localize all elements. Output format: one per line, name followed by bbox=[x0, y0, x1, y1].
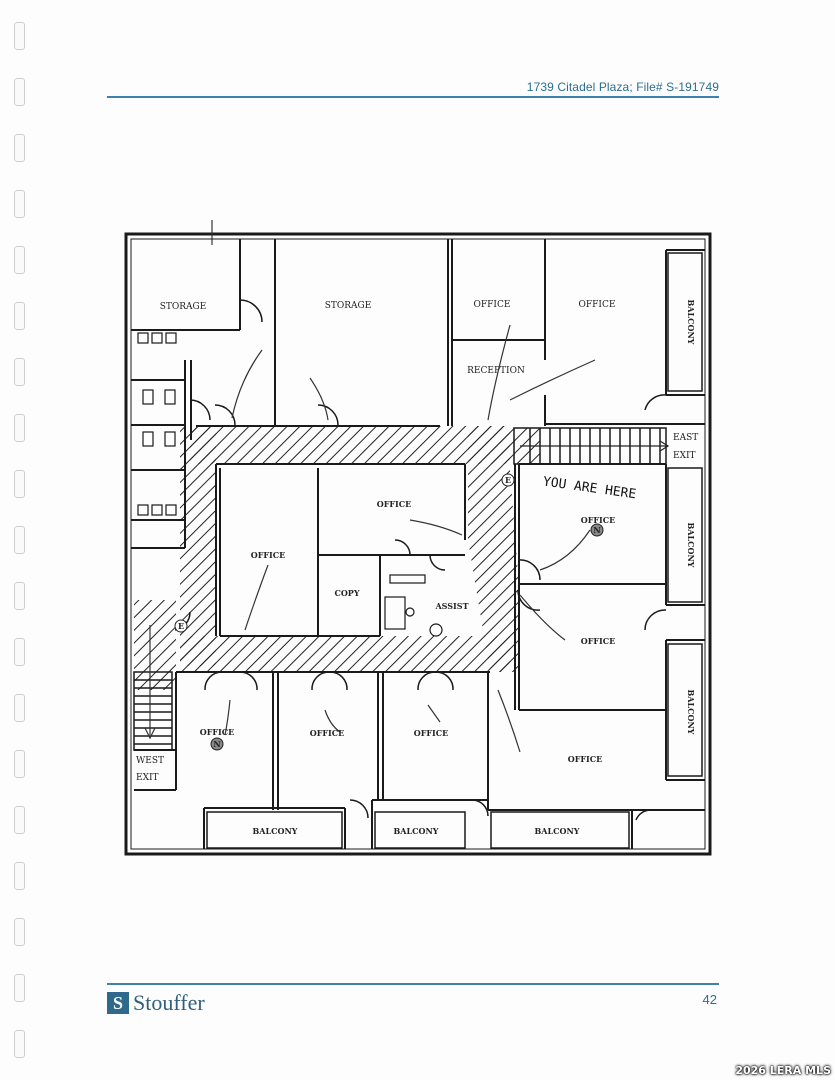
balcony-label-right-bottom: BALCONY bbox=[686, 690, 696, 735]
interior-walls bbox=[131, 239, 705, 849]
west-exit-label-line2: EXIT bbox=[136, 773, 159, 783]
stouffer-logo: S Stouffer bbox=[107, 990, 205, 1016]
binder-hole bbox=[14, 1030, 25, 1058]
binder-hole bbox=[14, 582, 25, 610]
room-label-office-left: OFFICE bbox=[251, 550, 286, 560]
binder-hole bbox=[14, 246, 25, 274]
room-label-office-bottom-right: OFFICE bbox=[568, 754, 603, 764]
balcony-label-bottom-left: BALCONY bbox=[253, 826, 298, 836]
room-label-copy: COPY bbox=[334, 588, 359, 598]
room-label-reception: RECEPTION bbox=[467, 366, 525, 376]
binder-hole bbox=[14, 918, 25, 946]
room-label-office-right2: OFFICE bbox=[581, 636, 616, 646]
room-label-office-bottom1: OFFICE bbox=[200, 727, 235, 737]
page-number: 42 bbox=[702, 992, 717, 1007]
header-rule bbox=[107, 96, 719, 98]
balconies bbox=[206, 252, 703, 849]
mls-watermark: 2026 LERA MLS bbox=[735, 1064, 831, 1077]
exit-arrows bbox=[520, 440, 670, 452]
balcony-label-right-mid: BALCONY bbox=[686, 523, 696, 568]
you-are-here-label: YOU ARE HERE bbox=[542, 474, 637, 502]
extinguisher-marker-west bbox=[174, 619, 188, 633]
route-arrows bbox=[144, 220, 596, 753]
logo-mark-icon: S bbox=[107, 992, 129, 1014]
binder-hole bbox=[14, 414, 25, 442]
binder-hole bbox=[14, 134, 25, 162]
extinguisher-label-west: E bbox=[178, 621, 184, 631]
room-label-office-top1: OFFICE bbox=[474, 300, 511, 310]
binder-hole bbox=[14, 470, 25, 498]
north-label-left: N bbox=[213, 739, 220, 749]
room-label-office-bottom3: OFFICE bbox=[414, 728, 449, 738]
binder-hole bbox=[14, 862, 25, 890]
header-title: 1739 Citadel Plaza; File# S-191749 bbox=[526, 80, 719, 94]
footer-rule bbox=[107, 983, 719, 985]
room-label-office-bottom2: OFFICE bbox=[310, 728, 345, 738]
restroom-fixtures bbox=[137, 332, 443, 637]
balcony-label-bottom-right: BALCONY bbox=[535, 826, 580, 836]
binder-hole bbox=[14, 190, 25, 218]
balcony-label-right-top: BALCONY bbox=[686, 300, 696, 345]
room-label-storage-center: STORAGE bbox=[325, 301, 372, 311]
north-marker-left bbox=[210, 737, 224, 751]
logo-text: Stouffer bbox=[133, 990, 205, 1015]
egress-corridor bbox=[134, 426, 540, 690]
room-label-office-right-n: OFFICE bbox=[581, 515, 616, 525]
binder-hole bbox=[14, 694, 25, 722]
binder-hole bbox=[14, 22, 25, 50]
balcony-label-bottom-mid: BALCONY bbox=[394, 826, 439, 836]
binder-hole bbox=[14, 302, 25, 330]
west-exit-label-line1: WEST bbox=[136, 756, 164, 766]
binder-hole bbox=[14, 638, 25, 666]
north-label-right: N bbox=[593, 525, 600, 535]
room-label-storage-left: STORAGE bbox=[160, 302, 207, 312]
binder-hole bbox=[14, 750, 25, 778]
binder-hole bbox=[14, 806, 25, 834]
north-marker-right bbox=[590, 523, 604, 537]
east-exit-label-line1: EAST bbox=[673, 433, 698, 443]
binder-hole bbox=[14, 358, 25, 386]
room-label-assist: ASSIST bbox=[434, 601, 468, 611]
room-label-office-top2: OFFICE bbox=[579, 300, 616, 310]
room-label-office-center: OFFICE bbox=[377, 499, 412, 509]
door-swings bbox=[174, 299, 667, 821]
extinguisher-marker-east bbox=[501, 473, 515, 487]
east-exit-label-line2: EXIT bbox=[673, 451, 696, 461]
outer-walls bbox=[124, 232, 712, 856]
binder-hole bbox=[14, 974, 25, 1002]
extinguisher-label-east: E bbox=[505, 475, 511, 485]
binder-hole bbox=[14, 526, 25, 554]
binder-hole bbox=[14, 78, 25, 106]
west-exit-stair bbox=[133, 671, 173, 751]
